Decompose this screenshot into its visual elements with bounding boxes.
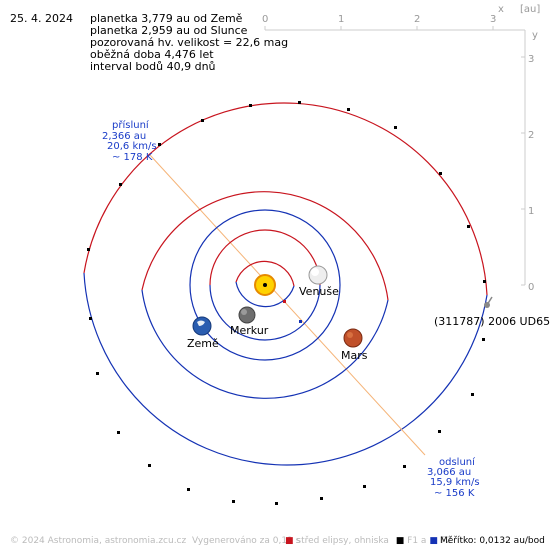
y-tick-3: 3 (528, 54, 534, 65)
mercury-orbit-below (235, 281, 295, 308)
y-tick-2: 2 (528, 130, 534, 141)
info-line-magnitude: pozorovaná hv. velikost = 22,6 mag (90, 36, 289, 49)
mercury-label: Merkur (230, 324, 269, 337)
perihelion-temp: ~ 178 K (112, 152, 153, 163)
focus-f2-marker (299, 320, 302, 323)
info-line-period: oběžná doba 4,476 let (90, 48, 214, 61)
legend-center-marker-icon: ■ (285, 536, 294, 546)
ellipse-center-marker (283, 300, 286, 303)
venus-orbit-below (209, 284, 321, 341)
orbit-interval-points (87, 101, 486, 505)
footer-legend: ■ střed elipsy, ohniska ■ F1 a ■ F2 (285, 536, 452, 546)
sun-icon (254, 274, 276, 296)
legend-f1-marker-icon: ■ (395, 536, 405, 546)
venus-orbit-above (209, 229, 321, 286)
date-label: 25. 4. 2024 (10, 12, 73, 25)
y-tick-1: 1 (528, 206, 534, 217)
x-axis-label: x (498, 4, 504, 15)
mars-icon (343, 328, 363, 348)
aphelion-temp: ~ 156 K (434, 488, 475, 499)
y-axis (521, 30, 526, 286)
info-line-interval: interval bodů 40,9 dnů (90, 60, 216, 73)
venus-icon (308, 265, 328, 285)
info-line-earth-distance: planetka 3,779 au od Země (90, 12, 243, 25)
footer-scale: Měřítko: 0,0132 au/bod (440, 536, 545, 546)
y-axis-label: y (532, 30, 538, 41)
aphelion-speed: 15,9 km/s (430, 477, 480, 488)
asteroid-label: (311787) 2006 UD65 (434, 315, 550, 328)
x-axis (264, 26, 525, 31)
mars-label: Mars (341, 349, 368, 362)
mercury-orbit-above (235, 260, 295, 287)
venus-label: Venuše (299, 285, 339, 298)
x-tick-2: 2 (414, 14, 420, 25)
aphelion-title: odsluní (439, 456, 476, 468)
earth-orbit (189, 209, 341, 361)
footer-generated: Vygenerováno za 0,11 s (192, 536, 301, 546)
asteroid-marker-icon (484, 296, 493, 308)
info-panel: planetka 3,779 au od Země planetka 2,959… (90, 13, 288, 73)
unit-label: [au] (520, 4, 540, 15)
perihelion-title: přísluní (112, 119, 150, 131)
asteroid-orbit-above-ecliptic (83, 102, 488, 296)
x-tick-0: 0 (262, 14, 268, 25)
legend-center-label: střed elipsy, ohniska (296, 536, 389, 546)
apsides-line (149, 154, 426, 456)
earth-label: Země (187, 337, 219, 350)
legend-f1-label: F1 a (407, 536, 427, 546)
info-line-sun-distance: planetka 2,959 au od Slunce (90, 24, 248, 37)
mars-orbit-below (141, 289, 389, 399)
perihelion-speed: 20,6 km/s (107, 141, 157, 152)
mercury-icon (238, 306, 256, 324)
asteroid-orbit-below-ecliptic (83, 272, 488, 466)
mars-orbit-above (141, 191, 389, 301)
y-tick-0: 0 (528, 282, 534, 293)
legend-f2-label: F2 (440, 536, 452, 546)
legend-f2-marker-icon: ■ (429, 536, 438, 546)
footer-copyright: © 2024 Astronomia, astronomia.zcu.cz (10, 536, 187, 546)
earth-icon (192, 316, 212, 336)
perihelion-distance: 2,366 au (102, 131, 146, 142)
x-tick-1: 1 (338, 14, 344, 25)
x-tick-3: 3 (490, 14, 496, 25)
aphelion-distance: 3,066 au (427, 467, 471, 478)
